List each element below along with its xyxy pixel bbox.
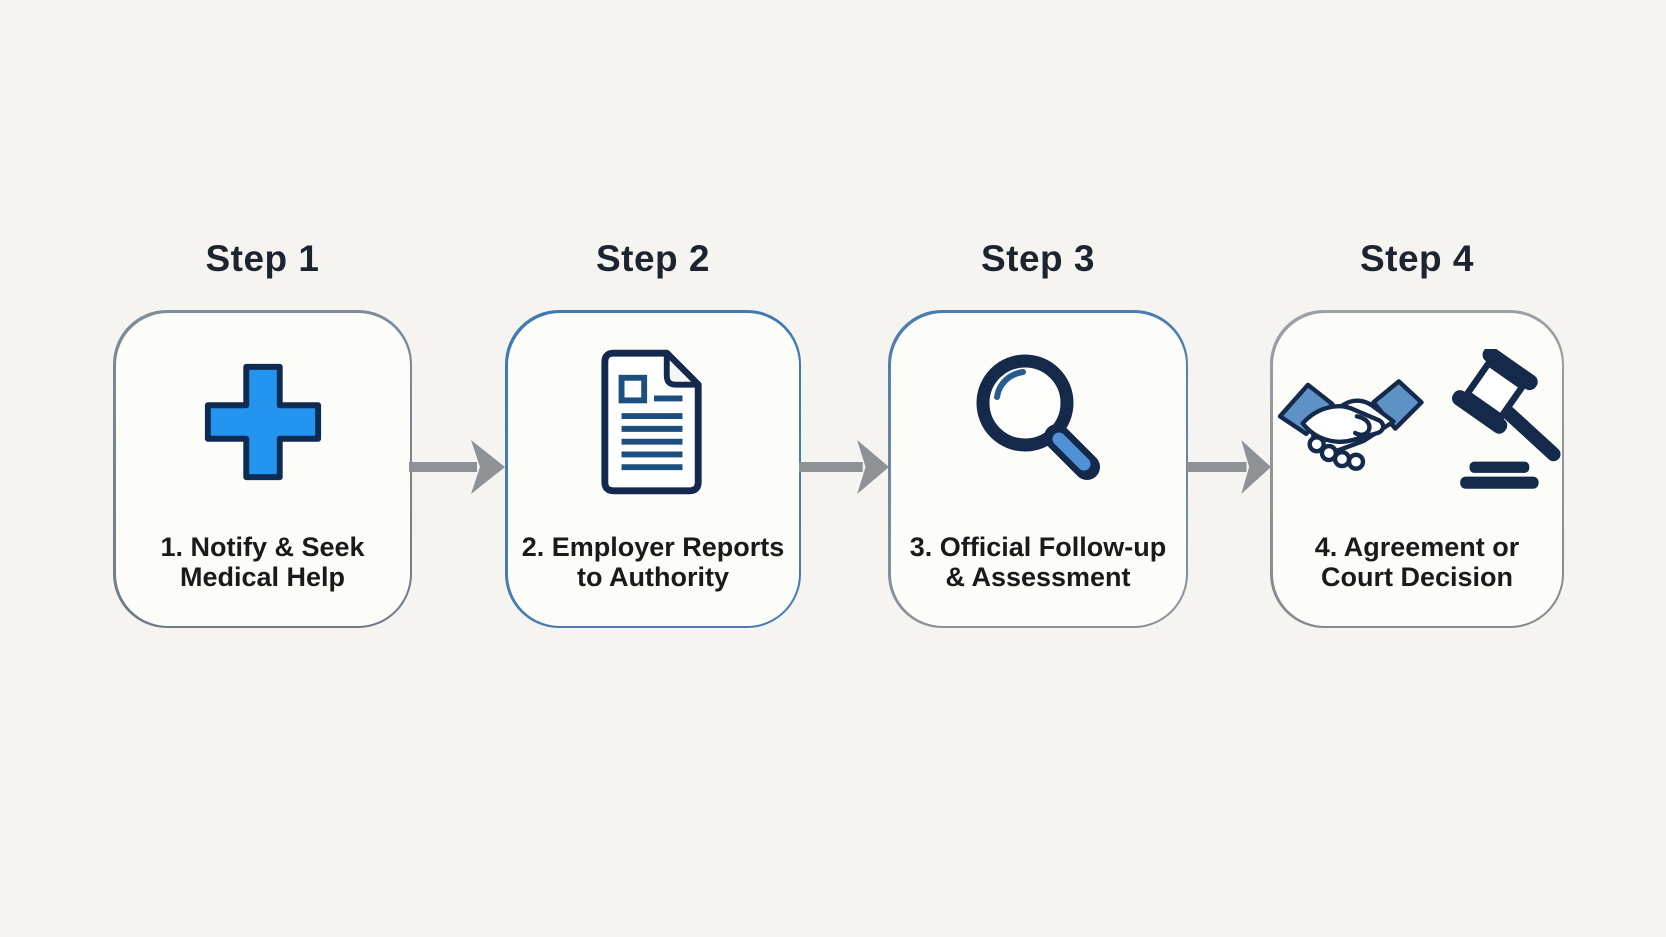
step-caption: 4. Agreement or Court Decision [1314, 531, 1520, 592]
step-1: Step 1 1. Notify & Seek Medical Help [113, 0, 412, 937]
step-title: Step 2 [595, 238, 711, 279]
step-title: Step 3 [980, 238, 1096, 279]
step-box: 3. Official Follow-up & Assessment [888, 310, 1188, 628]
handshake-gavel-icon [1273, 349, 1561, 495]
step-title: Step 1 [205, 238, 320, 279]
step-box: 4. Agreement or Court Decision [1270, 310, 1564, 628]
step-4: Step 4 [1270, 0, 1564, 937]
step-caption: 2. Employer Reports to Authority [521, 531, 785, 592]
document-icon [601, 349, 702, 495]
handshake-icon [1277, 379, 1424, 471]
medical-cross-icon [204, 363, 321, 481]
step-title: Step 4 [1359, 238, 1475, 279]
flow-arrow-2 [799, 440, 889, 494]
flow-arrow-3 [1187, 440, 1271, 494]
flow-arrow-1 [409, 440, 505, 494]
step-2: Step 2 2. Em [505, 0, 801, 937]
gavel-icon [1452, 349, 1561, 489]
step-3: Step 3 3. Official Follow-up & Assessmen… [888, 0, 1188, 937]
magnifying-glass-icon [976, 354, 1100, 480]
step-box: 2. Employer Reports to Authority [505, 310, 801, 628]
step-caption: 1. Notify & Seek Medical Help [160, 531, 365, 592]
step-caption: 3. Official Follow-up & Assessment [909, 531, 1167, 592]
step-box: 1. Notify & Seek Medical Help [113, 310, 412, 628]
